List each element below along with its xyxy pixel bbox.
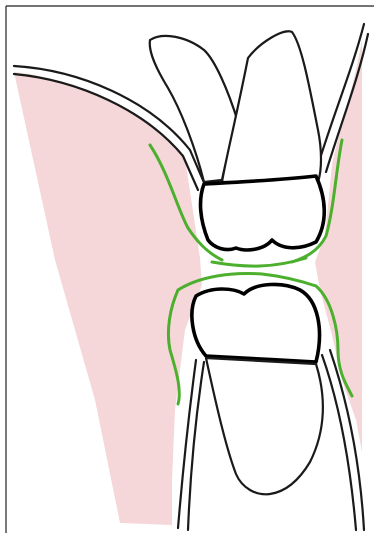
lower-left-boundary-inner [188, 362, 204, 530]
occlusal-upper-green-line [212, 258, 306, 266]
upper-right-root [222, 31, 321, 182]
lower-tooth-crown [192, 284, 320, 362]
upper-tooth-crown [201, 176, 325, 250]
lower-tooth-root [206, 358, 323, 494]
